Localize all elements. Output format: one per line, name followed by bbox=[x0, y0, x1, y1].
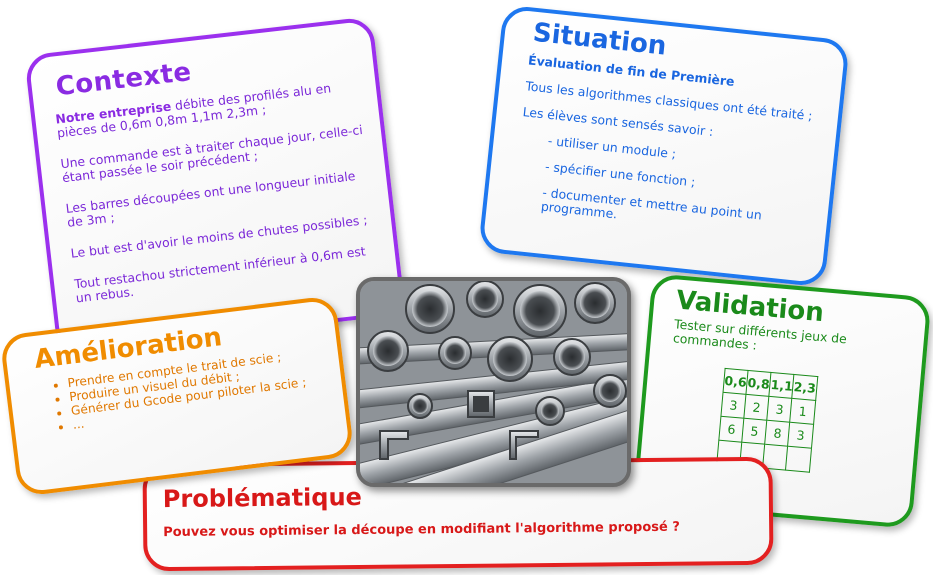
aluminium-profiles-image bbox=[356, 277, 631, 487]
table-header-cell: 0,8 bbox=[746, 370, 772, 397]
table-header-cell: 1,1 bbox=[769, 372, 795, 399]
problematique-question: Pouvez vous optimiser la découpe en modi… bbox=[163, 519, 680, 541]
table-cell: 1 bbox=[790, 398, 816, 425]
table-cell: 2 bbox=[744, 394, 770, 421]
table-header-cell: 2,3 bbox=[792, 374, 818, 401]
aluminium-profiles-illustration bbox=[360, 281, 627, 483]
table-cell: 8 bbox=[764, 420, 791, 447]
table-cell: 3 bbox=[720, 392, 747, 419]
situation-card: Situation Évaluation de fin de Première … bbox=[477, 4, 851, 288]
table-header-cell: 0,6 bbox=[723, 368, 749, 395]
table-cell: 5 bbox=[741, 418, 768, 445]
table-cell bbox=[785, 446, 812, 473]
table-cell: 3 bbox=[788, 422, 814, 449]
table-cell: 6 bbox=[718, 416, 745, 443]
contexte-card: Contexte Notre entreprise débite des pro… bbox=[24, 16, 406, 354]
table-cell: 3 bbox=[767, 396, 793, 423]
